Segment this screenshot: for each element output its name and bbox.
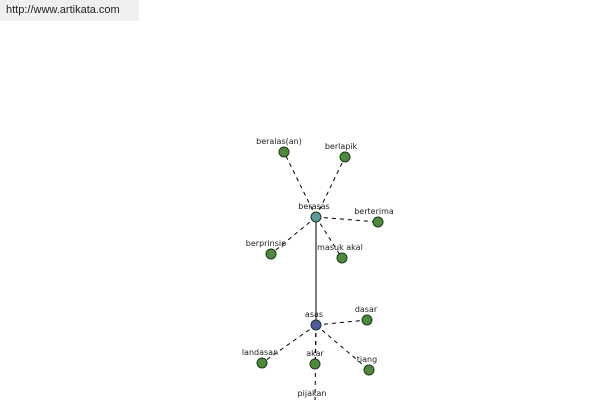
graph-labels: beralas(an) berlapik berasas berterima b… [242, 137, 394, 398]
node-tiang[interactable] [363, 364, 375, 376]
label-masuk-akal[interactable]: masuk akal [317, 243, 363, 252]
edge-asas-dasar [315, 319, 368, 326]
edge-asas-tiang [315, 324, 370, 371]
edge-berasas-berprinsip [270, 216, 317, 255]
edge-berasas-masuk-akal [315, 216, 343, 259]
node-berasas[interactable] [310, 211, 322, 223]
node-asas[interactable] [310, 319, 322, 331]
source-url[interactable]: http://www.artikata.com [0, 0, 139, 21]
node-berprinsip[interactable] [265, 248, 277, 260]
label-berprinsip[interactable]: berprinsip [246, 239, 286, 248]
node-akar[interactable] [309, 358, 321, 370]
edge-berasas-berterima [315, 216, 379, 223]
label-akar[interactable]: akar [306, 349, 324, 358]
label-berlapik[interactable]: berlapik [325, 142, 358, 151]
label-landasan[interactable]: landasan [242, 348, 278, 357]
label-pijakan[interactable]: pijakan [298, 389, 327, 398]
label-beralasan[interactable]: beralas(an) [256, 137, 302, 146]
label-berasas[interactable]: berasas [298, 202, 329, 211]
label-asas[interactable]: asas [305, 310, 323, 319]
node-berlapik[interactable] [339, 151, 351, 163]
node-beralasan[interactable] [278, 146, 290, 158]
node-dasar[interactable] [361, 314, 373, 326]
edge-asas-landasan [261, 324, 317, 364]
label-berterima[interactable]: berterima [354, 207, 394, 216]
node-masuk-akal[interactable] [336, 252, 348, 264]
label-dasar[interactable]: dasar [355, 305, 378, 314]
label-tiang[interactable]: tiang [357, 355, 377, 364]
graph-nodes [256, 146, 384, 376]
edge-berasas-berlapik [315, 156, 346, 218]
graph-edges [261, 151, 379, 400]
node-berterima[interactable] [372, 216, 384, 228]
node-landasan[interactable] [256, 357, 268, 369]
